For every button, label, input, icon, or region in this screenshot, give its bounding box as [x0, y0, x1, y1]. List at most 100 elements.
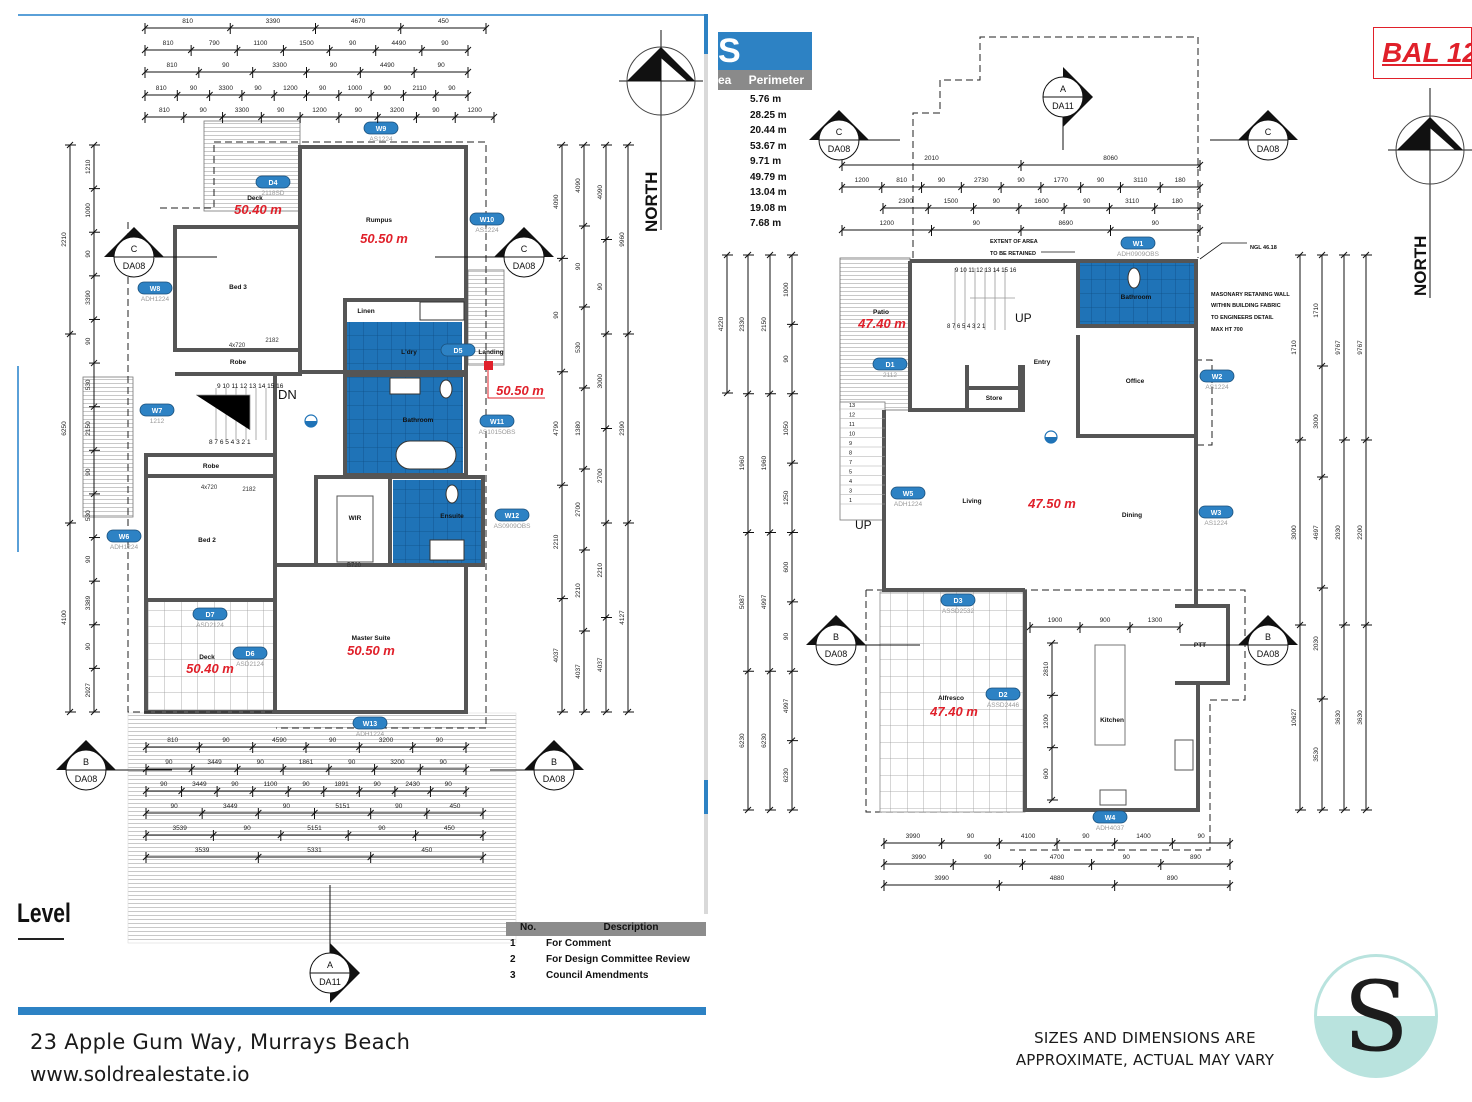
stair-step-number: 12 — [849, 413, 855, 419]
dimension-label: 810 — [896, 177, 907, 184]
floor-level-master: 50.50 m — [347, 643, 395, 658]
dimension-label: 90 — [967, 833, 975, 840]
floor-level-alfresco: 47.40 m — [929, 704, 978, 719]
dimension-label: 1210 — [85, 159, 92, 174]
annotation: TO ENGINEERS DETAIL — [1211, 315, 1274, 321]
dimension-label: 1100 — [253, 40, 267, 47]
agency-website-link[interactable]: www.soldrealestate.io — [30, 1062, 250, 1086]
office-walls — [1076, 335, 1194, 438]
dimension-label: 90 — [553, 311, 560, 319]
bath-tub — [395, 440, 457, 470]
dimension-label: 3630 — [1335, 710, 1342, 725]
dimension-label: 2210 — [575, 583, 582, 598]
roofline-dash — [160, 142, 215, 209]
section-letter: C — [521, 244, 528, 254]
dimension-label: 3449 — [207, 759, 222, 766]
area-table-columns: ea Perimeter — [718, 70, 812, 90]
dimension-label: 90 — [395, 803, 403, 810]
room-label: Master Suite — [352, 635, 391, 642]
opening-id: W6 — [119, 534, 130, 541]
section-sheet: DA08 — [1257, 649, 1280, 659]
stair-numbers-bottom: 8 7 6 5 4 3 2 1 — [947, 324, 986, 330]
floor-level-patio: 47.40 m — [857, 316, 906, 331]
dimension-label: 90 — [85, 643, 92, 651]
dimension-label: 90 — [783, 633, 790, 641]
perimeter-value: 53.67 m — [750, 140, 787, 152]
dimension-label: 4670 — [351, 18, 366, 25]
level-marker — [484, 361, 493, 370]
floor-level-landing: 50.50 m — [496, 383, 544, 398]
dimension-label: 4880 — [1050, 875, 1065, 882]
dimension-label: 90 — [348, 759, 356, 766]
dimension-label: 2700 — [597, 468, 604, 483]
dimension-label: 2810 — [1043, 662, 1050, 677]
dimension-label: 90 — [85, 555, 92, 563]
dimension-label: 90 — [302, 781, 310, 788]
stair-step-number: 1 — [849, 498, 852, 504]
room-label: Ensuite — [440, 513, 464, 520]
dimension-label: 90 — [938, 177, 946, 184]
perimeter-value: 19.08 m — [750, 202, 787, 214]
dimension-label: 450 — [444, 825, 455, 832]
room-label: L'dry — [401, 349, 417, 356]
opening-id: D3 — [954, 598, 963, 605]
area-table-title: S — [718, 32, 741, 70]
logo-letter: S — [1343, 961, 1409, 1073]
dimension-label: 1500 — [944, 198, 959, 205]
kitchen-island — [1094, 644, 1126, 746]
external-stairs — [839, 401, 886, 521]
dimension-label: 1200 — [283, 85, 298, 92]
dimension-label: 90 — [384, 85, 392, 92]
bal-rating-badge: BAL 12 — [1373, 27, 1472, 79]
dimension-label: 810 — [163, 40, 174, 47]
dimension-label: 9767 — [1335, 340, 1342, 355]
dimension-label: 2730 — [974, 177, 989, 184]
dimension-label: 90 — [231, 781, 239, 788]
dimension-label: 1500 — [299, 40, 314, 47]
store-walls — [965, 365, 1022, 410]
section-letter: C — [131, 244, 138, 254]
room-label: Rumpus — [366, 217, 392, 224]
opening-code: ASSD2532 — [942, 608, 975, 615]
column-description: Description — [603, 922, 659, 933]
dimension-label: 3449 — [223, 803, 238, 810]
living-walls — [882, 410, 1025, 592]
dimension-label: 90 — [448, 85, 456, 92]
roofline-dash — [866, 589, 1246, 851]
dimension-label: 90 — [441, 40, 449, 47]
section-letter: B — [1265, 632, 1271, 642]
perimeter-value: 7.68 m — [750, 218, 782, 229]
opening-code: 1212 — [150, 418, 165, 425]
toilet — [1127, 267, 1141, 289]
section-letter: B — [83, 757, 89, 767]
dimension-label: 2210 — [597, 563, 604, 578]
opening-code: ADH1224 — [141, 296, 170, 303]
area-table-header: S — [718, 32, 812, 70]
dimension-label: 3390 — [266, 18, 281, 25]
dimension-label: 4490 — [392, 40, 407, 47]
dimension-label: 1000 — [783, 282, 790, 297]
north-arrow-icon — [1388, 88, 1472, 298]
dimension-label: 90 — [1198, 833, 1206, 840]
dimension-label: 4700 — [1050, 854, 1065, 861]
dimension-label: 90 — [200, 107, 208, 114]
dimension-label: 90 — [85, 468, 92, 476]
dimension-label: 3200 — [390, 759, 405, 766]
dimension-label: 790 — [209, 40, 220, 47]
dimension-label: 3539 — [172, 825, 187, 832]
dimension-label: 3390 — [85, 290, 92, 305]
room-label: Bed 3 — [229, 284, 247, 291]
stair-numbers-top: 9 10 11 12 13 14 15 16 — [217, 383, 284, 390]
perimeter-value: 13.04 m — [750, 187, 787, 198]
